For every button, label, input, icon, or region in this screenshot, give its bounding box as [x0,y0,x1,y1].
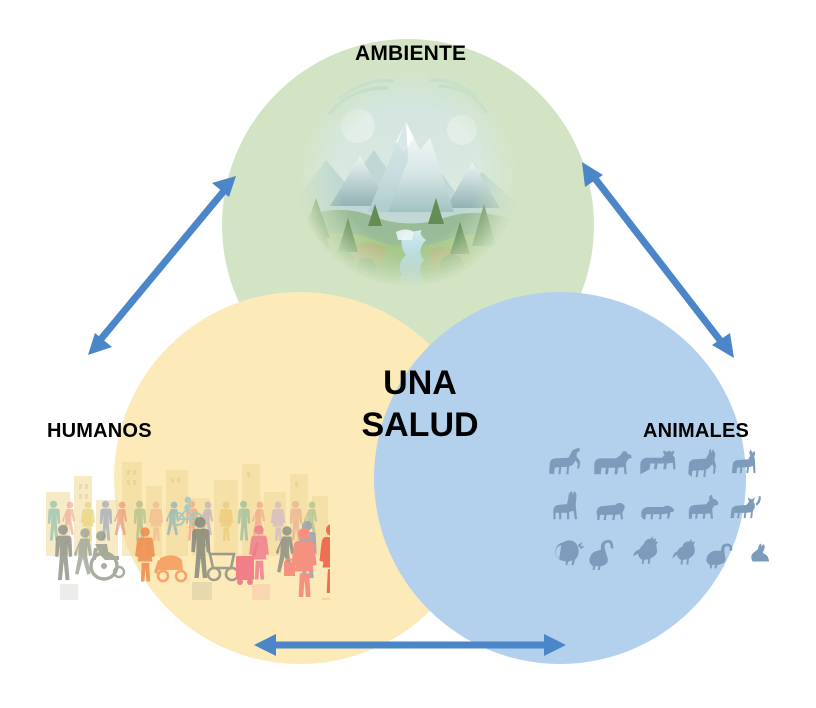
center-label-line2: SALUD [361,406,479,445]
stroller-parent [135,527,188,583]
circle-animales [374,292,746,664]
traveler-with-suitcase [236,525,269,585]
label-animales: ANIMALES [643,420,750,442]
label-humanos: HUMANOS [47,420,152,442]
rabbit-icon [751,543,770,562]
center-label-line1: UNA [383,364,457,402]
arrow-humanos-ambiente [88,176,236,355]
crowd-reflections [60,582,330,600]
crowd-city-illustration [46,462,330,600]
arrow-ambiente-animales [582,162,734,358]
handbag [284,558,295,576]
center-label-una-salud: UNA SALUD [330,362,510,446]
arrows [88,162,734,656]
foreground-pedestrians [284,523,330,597]
label-ambiente: AMBIENTE [355,42,467,65]
arrow-humanos-animales [254,634,566,656]
wheelchair-user [89,531,126,581]
